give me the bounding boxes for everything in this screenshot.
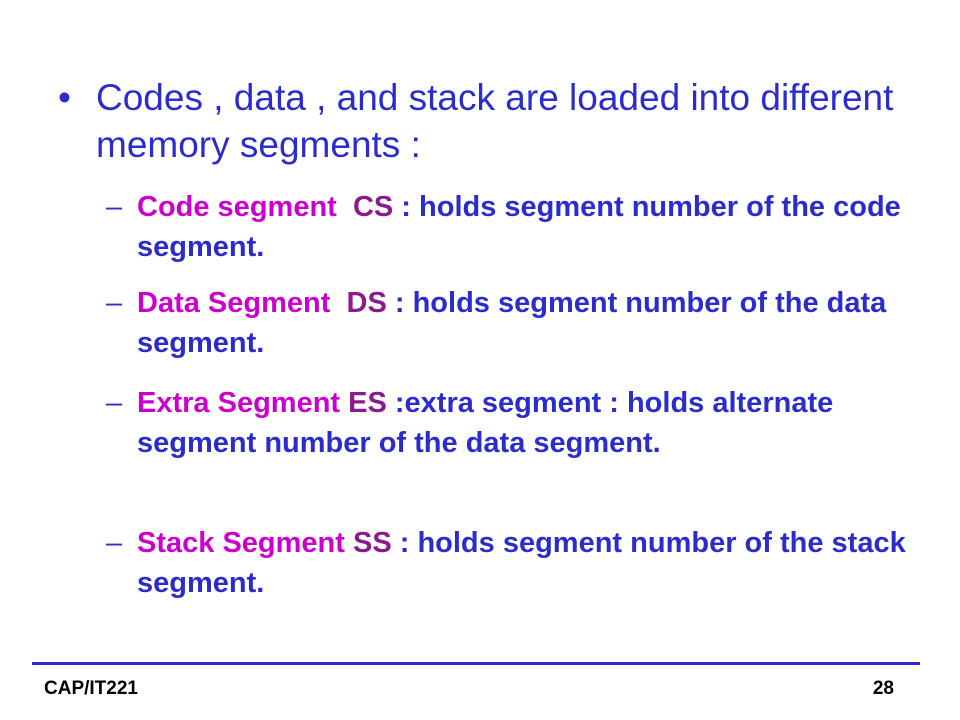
segment-name: Extra Segment [137, 387, 341, 419]
sub-bullet-text: Code segment CS : holds segment number o… [137, 187, 916, 267]
segment-description: : holds segment number of the stack segm… [137, 527, 906, 599]
segment-description: : holds segment number of the data segme… [137, 287, 887, 359]
dash-icon: – [106, 191, 123, 223]
segment-description: : holds segment number of the code segme… [137, 191, 901, 263]
sub-bullet-code-segment: – Code segment CS : holds segment number… [106, 187, 916, 267]
dash-icon: – [106, 387, 123, 419]
segment-description: :extra segment : holds alternate segment… [137, 387, 834, 459]
segment-register: DS [346, 287, 387, 319]
footer-page-number: 28 [872, 678, 894, 699]
sub-bullet-stack-segment: – Stack Segment SS : holds segment numbe… [106, 523, 916, 603]
segment-name: Data Segment [137, 287, 331, 319]
sub-bullet-extra-segment: – Extra Segment ES :extra segment : hold… [106, 383, 916, 463]
bullet-dot-icon: • [58, 77, 71, 118]
segment-name: Stack Segment [137, 527, 345, 559]
dash-icon: – [106, 287, 123, 319]
sub-bullet-text: Stack Segment SS : holds segment number … [137, 523, 916, 603]
main-bullet: • Codes , data , and stack are loaded in… [58, 74, 918, 168]
footer-course-code: CAP/IT221 [44, 678, 138, 699]
footer-divider [32, 662, 920, 665]
segment-register: ES [348, 387, 387, 419]
sub-bullet-data-segment: – Data Segment DS : holds segment number… [106, 283, 916, 363]
main-bullet-text: Codes , data , and stack are loaded into… [96, 77, 894, 165]
segment-register: SS [352, 527, 392, 559]
sub-bullet-text: Data Segment DS : holds segment number o… [137, 283, 916, 363]
segment-name: Code segment [137, 191, 337, 223]
segment-register: CS [352, 191, 394, 223]
sub-bullet-text: Extra Segment ES :extra segment : holds … [137, 383, 916, 463]
dash-icon: – [106, 527, 123, 559]
